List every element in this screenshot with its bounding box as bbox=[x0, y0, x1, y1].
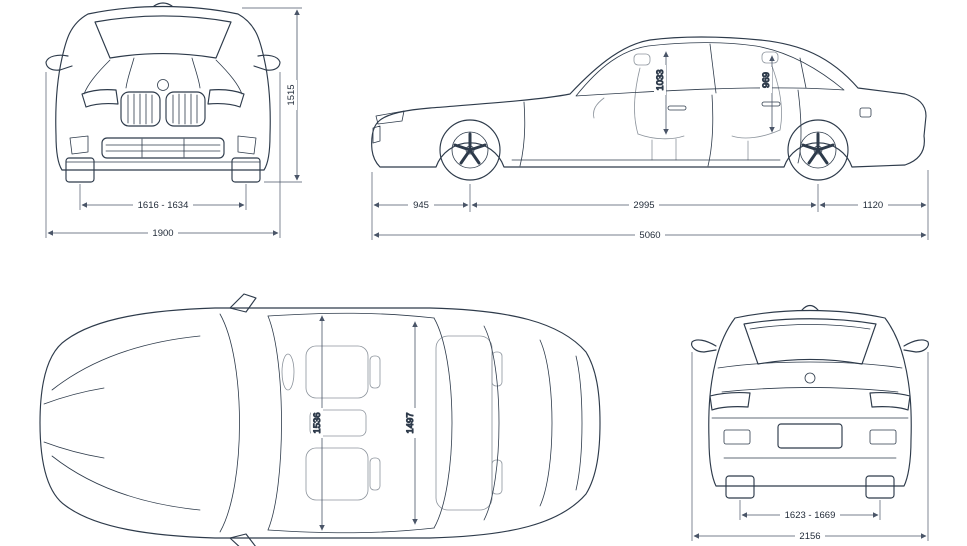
lower-air-intake bbox=[101, 137, 225, 159]
rear-window-line bbox=[433, 317, 453, 529]
front-view bbox=[45, 2, 281, 183]
left-headlight bbox=[81, 89, 119, 108]
front-view-dimensions: 1515 1616 - 1634 1900 bbox=[45, 7, 302, 239]
rear-view-dimensions: 1623 - 1669 2156 bbox=[691, 352, 929, 542]
svg-text:1515: 1515 bbox=[286, 84, 297, 105]
windshield-base-line bbox=[219, 313, 240, 533]
glasshouse-outline bbox=[575, 42, 845, 97]
front-right-wheel bbox=[231, 157, 261, 183]
top-interior bbox=[281, 335, 503, 511]
left-reflector bbox=[723, 429, 751, 445]
dim-label-front-interior-width: 1536 bbox=[312, 412, 323, 433]
top-view-dimensions: 1536 1497 bbox=[311, 315, 418, 531]
beltline bbox=[717, 361, 903, 369]
rear-window bbox=[743, 318, 877, 365]
roof-left-edge bbox=[267, 312, 435, 319]
brand-roundel bbox=[157, 79, 169, 91]
top-left-mirror bbox=[229, 293, 257, 313]
rear-window-inner bbox=[749, 324, 871, 330]
hood-crease-lines bbox=[83, 57, 243, 95]
spoiler-lip bbox=[575, 355, 583, 491]
rear-left-wheel bbox=[725, 475, 755, 499]
trunk-shutline bbox=[721, 387, 899, 393]
rear-antenna-fin bbox=[801, 304, 819, 311]
roof-right-edge bbox=[267, 527, 435, 534]
left-taillight bbox=[709, 392, 751, 411]
front-door-handle bbox=[667, 105, 687, 111]
roof-antenna-fin bbox=[153, 2, 173, 7]
dim-label-wheelbase: 2995 bbox=[633, 200, 654, 211]
dim-label-front-headroom: 1033 bbox=[655, 69, 666, 90]
cabin-interior bbox=[593, 51, 782, 161]
windshield bbox=[94, 15, 232, 59]
door-seams bbox=[519, 89, 802, 167]
front-body-outline bbox=[55, 5, 271, 171]
top-right-mirror bbox=[229, 533, 256, 546]
dim-label-height: 1515 bbox=[285, 80, 297, 110]
right-reflector bbox=[869, 429, 897, 445]
side-body-outline bbox=[371, 36, 927, 168]
dim-label-rear-interior-width: 1497 bbox=[405, 412, 416, 433]
dim-label-front-width: 1900 bbox=[152, 228, 173, 239]
rear-view bbox=[691, 304, 929, 499]
roof-front-edge bbox=[267, 315, 282, 531]
c-pillar-divider bbox=[799, 57, 807, 89]
rear-door-handle bbox=[761, 101, 781, 107]
side-view: 1033 969 bbox=[371, 36, 927, 181]
rear-wheel bbox=[787, 119, 849, 181]
right-side-vent bbox=[237, 135, 257, 155]
dim-label-rear-overall-width: 2156 bbox=[799, 531, 820, 542]
front-left-wheel bbox=[65, 157, 95, 183]
right-mirror bbox=[253, 54, 281, 71]
dim-label-rear-track: 1623 - 1669 bbox=[785, 510, 836, 521]
dim-label-front-overhang: 945 bbox=[413, 200, 429, 211]
dim-label-rear-overhang: 1120 bbox=[863, 200, 883, 211]
dim-label-overall-length: 5060 bbox=[639, 230, 660, 241]
side-headlight bbox=[375, 110, 405, 125]
dim-label-front-track: 1616 - 1634 bbox=[138, 200, 189, 211]
right-headlight bbox=[207, 89, 245, 108]
rear-body-outline bbox=[708, 309, 912, 487]
rear-right-wheel bbox=[865, 475, 895, 499]
right-taillight bbox=[869, 392, 911, 411]
interior-dimensions: 1033 969 bbox=[654, 51, 775, 135]
side-grille bbox=[372, 125, 381, 144]
dim-label-rear-headroom: 969 bbox=[761, 72, 772, 88]
hood-lines bbox=[43, 335, 201, 511]
fuel-door bbox=[859, 107, 872, 118]
trunk-lid-line bbox=[539, 339, 553, 507]
side-view-dimensions: 945 2995 1120 5060 bbox=[371, 170, 929, 241]
rear-left-mirror bbox=[691, 339, 717, 353]
license-plate-recess bbox=[777, 423, 843, 449]
left-mirror bbox=[45, 54, 73, 71]
top-body-outline bbox=[39, 307, 601, 539]
top-view: 1536 1497 bbox=[39, 293, 601, 546]
rear-roundel bbox=[804, 372, 816, 384]
b-pillar bbox=[709, 43, 717, 94]
rear-right-mirror bbox=[903, 339, 929, 353]
front-wheel bbox=[439, 119, 501, 181]
trunk-front-line bbox=[483, 325, 500, 521]
left-side-vent bbox=[69, 135, 89, 155]
kidney-grille bbox=[120, 91, 206, 127]
